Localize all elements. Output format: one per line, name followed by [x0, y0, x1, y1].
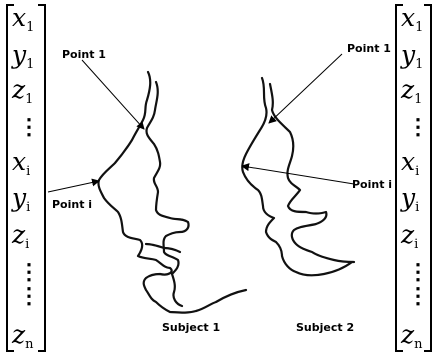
right-vector-entry-y-1: y1 — [400, 40, 423, 72]
left-vector-ellipsis: ⋮ — [18, 283, 40, 309]
subject-2-point-1-label: Point 1 — [347, 42, 391, 55]
right-vector-ellipsis: ⋮ — [407, 259, 429, 285]
subject-2-profile-outer-contour — [241, 76, 354, 277]
subject-2-caption: Subject 2 — [296, 321, 354, 334]
subject-2-point-1-arrow — [268, 53, 343, 124]
subject-2-profile-inner-contour — [268, 82, 356, 264]
left-vector-entry-y-i: yi — [11, 183, 30, 215]
right-vector-entry-x-i: xi — [401, 147, 419, 179]
left-vector-close-bracket — [38, 4, 46, 352]
subject-2-point-i-label: Point i — [352, 178, 392, 191]
subject-1-profile-lip-detail — [144, 242, 182, 254]
left-vector-open-bracket — [6, 4, 14, 352]
subject-1-profile-outer-contour — [97, 70, 248, 314]
subject-2-profile — [241, 76, 356, 277]
subject-1-point-i-arrow — [47, 178, 100, 193]
subject-1-profile — [97, 70, 248, 314]
right-vector-open-bracket — [395, 4, 403, 352]
subject-1-point-i-label: Point i — [52, 198, 92, 211]
right-vector-close-bracket — [424, 4, 432, 352]
subject-2-point-i-arrow — [241, 163, 355, 185]
left-vector-entry-x-1: x1 — [12, 3, 34, 35]
right-vector-ellipsis: ⋮ — [407, 283, 429, 309]
subject-1-profile-inner-contour — [145, 80, 190, 308]
left-vector-entry-x-i: xi — [12, 147, 30, 179]
left-vector-entry-z-i: zi — [11, 220, 29, 252]
subject-1-point-1-arrow — [81, 59, 145, 130]
subject-1-point-1-label: Point 1 — [62, 48, 106, 61]
left-vector-entry-y-1: y1 — [11, 40, 34, 72]
left-vector-entry-z-1: z1 — [11, 75, 33, 107]
right-vector-entry-z-1: z1 — [400, 75, 422, 107]
left-vector-ellipsis: ⋮ — [18, 259, 40, 285]
left-vector-entry-z-n: zn — [11, 320, 34, 352]
right-vector-entry-z-i: zi — [400, 220, 418, 252]
right-vector-entry-x-1: x1 — [401, 3, 423, 35]
right-vector-ellipsis: ⋮ — [407, 114, 429, 140]
right-vector-entry-y-i: yi — [400, 183, 419, 215]
right-vector-entry-z-n: zn — [400, 320, 423, 352]
left-vector-ellipsis: ⋮ — [18, 114, 40, 140]
subject-1-caption: Subject 1 — [162, 321, 220, 334]
